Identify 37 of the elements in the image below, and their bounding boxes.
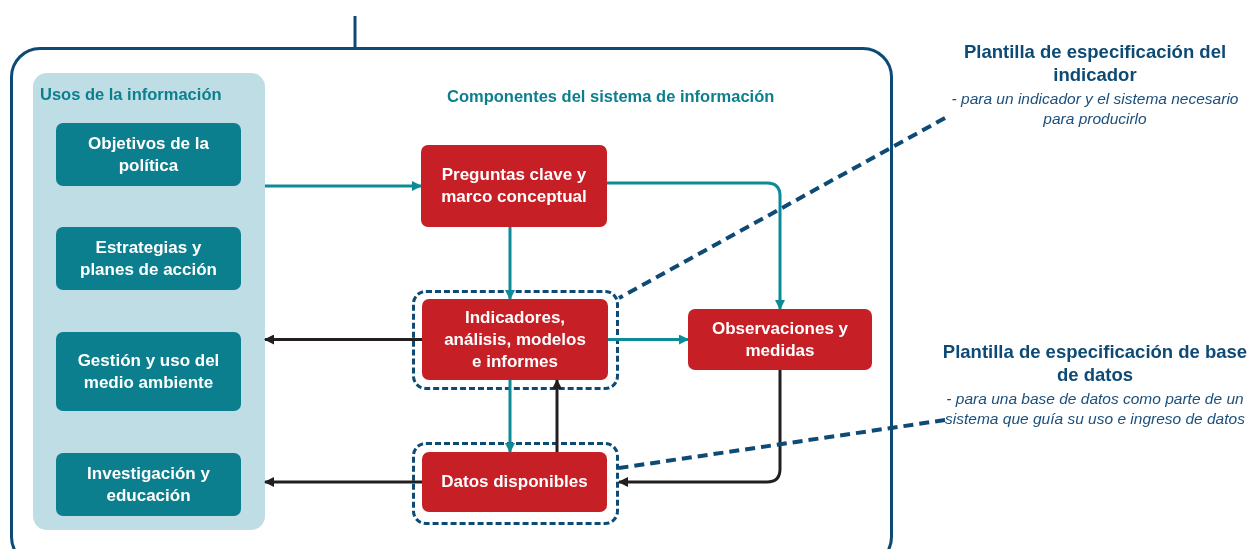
box-label: Observaciones y medidas — [710, 317, 850, 362]
leader-line — [618, 418, 946, 470]
box-label: Indicadores, análisis, modelos e informes — [443, 306, 587, 373]
callout-note: - para una base de datos como parte de un sistema que guía su uso e ingreso de datos — [944, 389, 1246, 429]
arrow — [505, 380, 515, 453]
box-label: Datos disponibles — [440, 471, 589, 493]
section-heading: Componentes del sistema de información — [447, 87, 775, 106]
box-label: Objetivos de la política — [87, 132, 210, 177]
section-heading: Usos de la información — [40, 85, 222, 104]
box-label: Investigación y educación — [86, 462, 211, 507]
box-label: Estrategias y planes de acción — [79, 236, 218, 281]
dashed-outline — [412, 442, 619, 525]
box-label: Preguntas clave y marco conceptual — [440, 164, 588, 208]
arrow — [607, 181, 785, 310]
callout-note: - para un indicador y el sistema necesario para producirlo — [950, 89, 1240, 129]
system-frame — [10, 47, 893, 549]
process-box — [422, 299, 608, 380]
arrow — [618, 370, 782, 487]
arrow — [505, 227, 515, 300]
arrow — [608, 334, 689, 345]
use-box — [56, 123, 241, 186]
uses-panel — [33, 73, 265, 530]
callout-title: Plantilla de especificación de base de datos — [941, 340, 1249, 386]
use-box — [56, 332, 241, 411]
arrow — [264, 477, 422, 487]
dashed-outline — [412, 290, 619, 390]
use-box — [56, 453, 241, 516]
arrow — [265, 181, 422, 191]
box-label: Gestión y uso del medio ambiente — [76, 349, 221, 394]
callout-title: Plantilla de especificación del indicador — [962, 40, 1228, 86]
process-box — [421, 145, 607, 227]
arrow — [552, 379, 562, 452]
process-box — [422, 452, 607, 512]
process-box — [688, 309, 872, 370]
use-box — [56, 227, 241, 290]
leader-line — [618, 116, 946, 300]
arrow — [264, 334, 422, 345]
